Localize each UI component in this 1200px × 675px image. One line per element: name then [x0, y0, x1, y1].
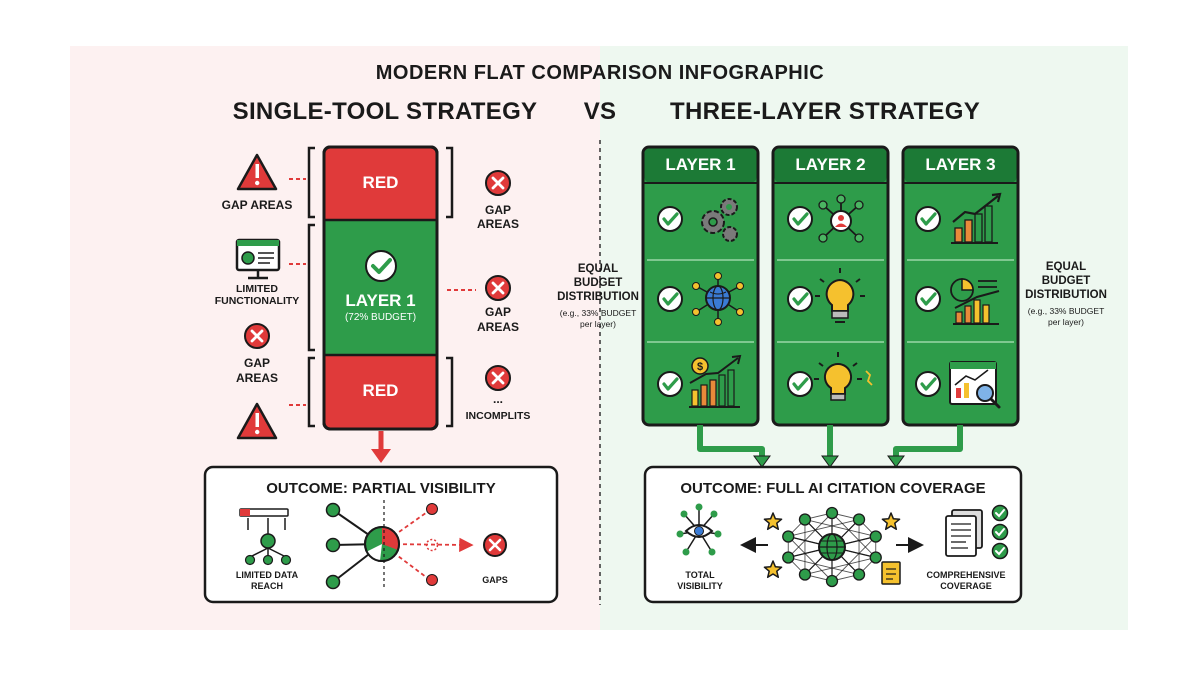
gap-areas-label: GAP AREAS: [221, 198, 293, 212]
error-x-icon: [485, 275, 511, 301]
monitor-chart-icon: [235, 238, 281, 280]
check-icon: [657, 286, 683, 312]
check-icon: [991, 523, 1009, 541]
layer-3-header: LAYER 3: [925, 155, 996, 174]
layer-2-header: LAYER 2: [795, 155, 866, 174]
coverage-label: COVERAGE: [940, 581, 992, 591]
budget-note-right-2: BUDGET: [1041, 275, 1091, 287]
total-label: TOTAL: [685, 570, 715, 580]
reach-label: REACH: [250, 581, 283, 591]
error-x-icon: [485, 365, 511, 391]
check-icon: [787, 206, 813, 232]
gap-label: GAP: [243, 356, 270, 370]
check-icon: [787, 286, 813, 312]
single-tool-heading: SINGLE-TOOL STRATEGY: [232, 98, 538, 125]
bar-middle-sub: (72% BUDGET): [344, 312, 417, 323]
budget-note-right-5: per layer): [1048, 317, 1084, 327]
error-x-icon: [483, 533, 507, 557]
growth-chart-icon: [951, 192, 1002, 244]
bar-top-label: RED: [362, 173, 399, 192]
check-icon: [915, 371, 941, 397]
check-icon: [657, 371, 683, 397]
check-icon: [915, 206, 941, 232]
check-icon: [657, 206, 683, 232]
areas-label: AREAS: [235, 371, 278, 385]
budget-note-left-5: per layer): [580, 319, 616, 329]
check-icon: [365, 250, 397, 282]
network-user-icon: [818, 194, 864, 243]
functionality-label: FUNCTIONALITY: [214, 295, 300, 307]
flow-arrows: [697, 425, 963, 468]
bar-bottom-label: RED: [362, 381, 399, 400]
warning-icon: [236, 402, 278, 440]
eye-network-icon: [676, 503, 722, 556]
report-search-icon: [949, 361, 1001, 409]
budget-note-left-1: EQUAL: [577, 263, 619, 275]
pie-chart-icon: [950, 278, 1000, 325]
star-icon: [763, 560, 783, 579]
gaps-label: GAPS: [482, 575, 508, 585]
check-icon: [991, 542, 1009, 560]
visibility-label: VISIBILITY: [677, 581, 723, 591]
single-tool-bar: [322, 145, 439, 463]
lightbulb-icon: [815, 268, 865, 323]
three-layer-heading: THREE-LAYER STRATEGY: [669, 98, 981, 125]
check-icon: [787, 371, 813, 397]
gap-label: GAP: [484, 305, 511, 319]
gears-icon: [701, 198, 738, 242]
comprehensive-label: COMPREHENSIVE: [926, 570, 1006, 580]
vs-label: VS: [583, 98, 617, 125]
bar-middle-label: LAYER 1: [345, 291, 416, 310]
hierarchy-icon: [239, 508, 292, 566]
partial-visibility-title: OUTCOME: PARTIAL VISIBILITY: [266, 480, 496, 497]
incomplete-label: INCOMPLITS: [465, 410, 531, 422]
areas-label: AREAS: [476, 217, 519, 231]
lightbulb-icon: [814, 352, 873, 401]
star-icon: [763, 512, 783, 531]
globe-network-icon: [692, 272, 744, 326]
full-network-icon: [782, 506, 882, 588]
ellipsis-label: ...: [492, 392, 503, 406]
error-x-icon: [244, 323, 270, 349]
down-arrow: [371, 449, 391, 463]
limited-label: LIMITED: [236, 283, 278, 295]
budget-note-right-1: EQUAL: [1045, 261, 1087, 273]
full-coverage-title: OUTCOME: FULL AI CITATION COVERAGE: [680, 480, 986, 497]
gap-label: GAP: [484, 203, 511, 217]
limited-data-label: LIMITED DATA: [235, 570, 299, 580]
budget-note-left-3: DISTRIBUTION: [557, 291, 639, 303]
error-x-icon: [485, 170, 511, 196]
svg-text:$: $: [697, 361, 703, 373]
star-icon: [881, 512, 901, 531]
dollar-chart-icon: $: [689, 354, 742, 408]
budget-note-left-2: BUDGET: [573, 277, 623, 289]
page-title: MODERN FLAT COMPARISON INFOGRAPHIC: [375, 62, 825, 84]
warning-icon: [236, 153, 278, 191]
document-icon: [881, 561, 901, 585]
areas-label: AREAS: [476, 320, 519, 334]
document-check-icon: [945, 509, 983, 557]
partial-network-icon: [325, 500, 474, 590]
check-icon: [915, 286, 941, 312]
check-icon: [991, 504, 1009, 522]
budget-note-left-4: (e.g., 33% BUDGET: [559, 308, 637, 318]
budget-note-right-4: (e.g., 33% BUDGET: [1027, 306, 1105, 316]
budget-note-right-3: DISTRIBUTION: [1025, 289, 1107, 301]
layer-1-header: LAYER 1: [665, 155, 736, 174]
